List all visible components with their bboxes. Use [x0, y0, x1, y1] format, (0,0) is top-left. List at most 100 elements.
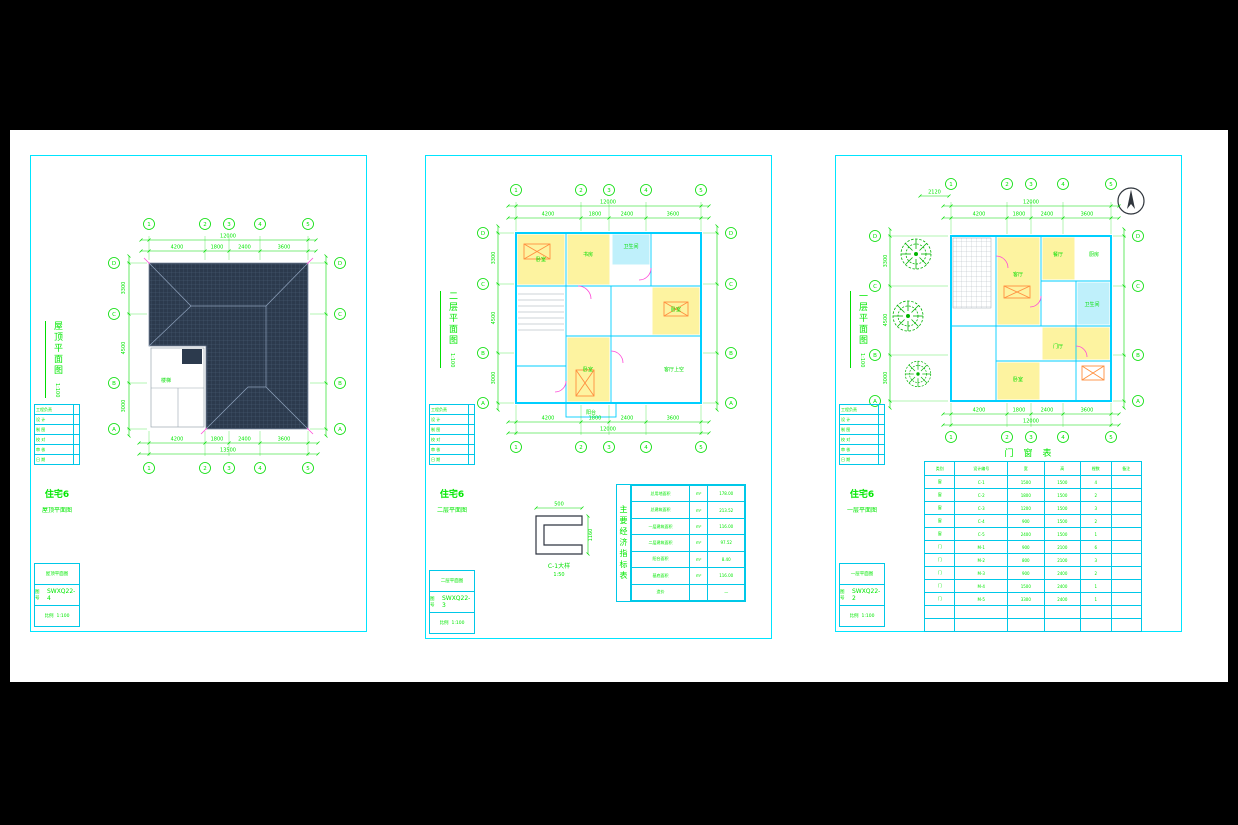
scale-label: 比例: [849, 614, 859, 619]
bed-symbol: [523, 243, 551, 260]
axis-label: A: [481, 401, 485, 407]
schedule-header: 类别: [923, 461, 956, 476]
doc-number: SWXQ22-2: [851, 588, 881, 602]
table-row: 造价—: [630, 583, 745, 602]
axis-label: 5: [306, 466, 310, 472]
axis-label: 2: [579, 445, 583, 451]
table-row: 审 核: [429, 444, 476, 455]
table-row: 制 图: [34, 424, 81, 435]
tree-icon: [904, 360, 932, 388]
axis-label: A: [1136, 399, 1140, 405]
tree-icon: [892, 300, 924, 332]
axis-bubble: D: [477, 227, 489, 239]
detail-dim-width: 500: [554, 502, 564, 508]
dim: 1800: [1013, 408, 1026, 414]
dim-total-bottom: 13500: [220, 448, 236, 454]
axis-bubble: 3: [1025, 178, 1037, 190]
axis-label: 3: [1029, 182, 1033, 188]
axis-label: 5: [306, 222, 310, 228]
dim: 3000: [491, 372, 497, 385]
plan-title-text: 屋顶平面图: [52, 321, 62, 376]
table-row: 日 期: [34, 454, 81, 465]
no-label: 图号: [430, 597, 435, 608]
axis-bubble: 5: [695, 441, 707, 453]
axis-bubble: 2: [1001, 431, 1013, 443]
axis-label: 1: [514, 445, 518, 451]
axis-label: D: [729, 231, 733, 237]
axis-label: 3: [607, 445, 611, 451]
axis-label: 2: [579, 188, 583, 194]
axis-bubble: B: [1132, 349, 1144, 361]
axis-label: 5: [699, 445, 703, 451]
project-name: 住宅6: [849, 490, 875, 500]
stair-label: 楼梯: [161, 377, 171, 384]
table-row: 审 核: [839, 444, 886, 455]
project-name: 住宅6: [44, 490, 70, 500]
axis-label: 1: [949, 435, 953, 441]
axis-label: D: [1136, 234, 1140, 240]
scale-value: 1:100: [56, 613, 70, 619]
plan-title-text: 二层平面图: [447, 291, 457, 346]
axis-bubble: B: [725, 347, 737, 359]
axis-bubble: C: [477, 278, 489, 290]
axis-bubble: A: [1132, 395, 1144, 407]
axis-label: 1: [514, 188, 518, 194]
dim: 1800: [1013, 212, 1026, 218]
schedule-header-row: 类别 设计编号 宽 高 樘数 备注: [923, 461, 1142, 476]
dim: 3600: [1081, 212, 1094, 218]
sheet-first-floor-plan: 客厅 餐厅 厨房 卫生间 卧室 门厅 2120 12000 4200 1800: [835, 155, 1182, 632]
plan-scale-text: 1:100: [54, 383, 60, 398]
paper-band: 楼梯 12000 4200 1800 2400 3600 3300 4500 3…: [10, 130, 1228, 682]
roof-plan: 楼梯: [143, 257, 314, 435]
axis-label: D: [338, 261, 342, 267]
table-row: 设 计: [429, 414, 476, 425]
axis-bubble: 2: [199, 218, 211, 230]
stair-symbol: [518, 293, 564, 331]
axis-label: 1: [949, 182, 953, 188]
axis-bubble: 3: [603, 441, 615, 453]
axis-label: A: [873, 399, 877, 405]
axis-label: 2: [203, 222, 207, 228]
axis-bubble: C: [725, 278, 737, 290]
axis-label: 2: [203, 466, 207, 472]
economic-table-title: 主要经济指标表: [617, 485, 631, 601]
axis-bubble: D: [108, 257, 120, 269]
axis-bubbles: 1 2 3 4 5 1 2 3 4 5 D C B A D C B A: [477, 184, 737, 453]
axis-bubbles: 1 2 3 4 5 1 2 3 4 5 D C B A D C B A: [869, 178, 1144, 443]
dim: 3600: [1081, 408, 1094, 414]
drawing-title: 二层平面图: [436, 507, 467, 514]
axis-label: 5: [1109, 435, 1113, 441]
schedule-header: 高: [1043, 461, 1082, 476]
detail-label: C-1大样: [548, 562, 570, 570]
dim: 4500: [491, 312, 497, 325]
axis-label: 3: [1029, 435, 1033, 441]
axis-label: C: [873, 284, 877, 290]
titleblock-drawing-title: 二层平面图: [440, 579, 464, 584]
axis-bubble: D: [725, 227, 737, 239]
dim: 2400: [1041, 212, 1054, 218]
room-label: 卧室: [671, 306, 681, 313]
dim: 3600: [667, 212, 680, 218]
second-floor-drawing: 卧室 书房 卫生间 卧室 卧室 客厅上空 阳台 12000 4200 1800 …: [477, 184, 737, 578]
titleblock-drawing-title: 屋顶平面图: [45, 572, 69, 577]
axis-label: 4: [1061, 435, 1065, 441]
revision-table: 工程负责设 计制 图校 对审 核日 期: [34, 404, 81, 465]
dim: 2400: [621, 212, 634, 218]
dim: 3600: [667, 416, 680, 422]
table-row: 制 图: [839, 424, 886, 435]
north-arrow-icon: [1117, 187, 1145, 215]
plan-title-vertical: 一层平面图 1:100: [850, 291, 872, 368]
dim: 4200: [171, 437, 184, 443]
axis-bubble: 5: [1105, 431, 1117, 443]
axis-bubble: C: [108, 308, 120, 320]
axis-label: D: [112, 261, 116, 267]
floor-plan: 卧室 书房 卫生间 卧室 卧室 客厅上空 阳台: [515, 232, 702, 418]
room-label: 卧室: [536, 256, 546, 263]
plan-scale-text: 1:100: [449, 353, 455, 368]
